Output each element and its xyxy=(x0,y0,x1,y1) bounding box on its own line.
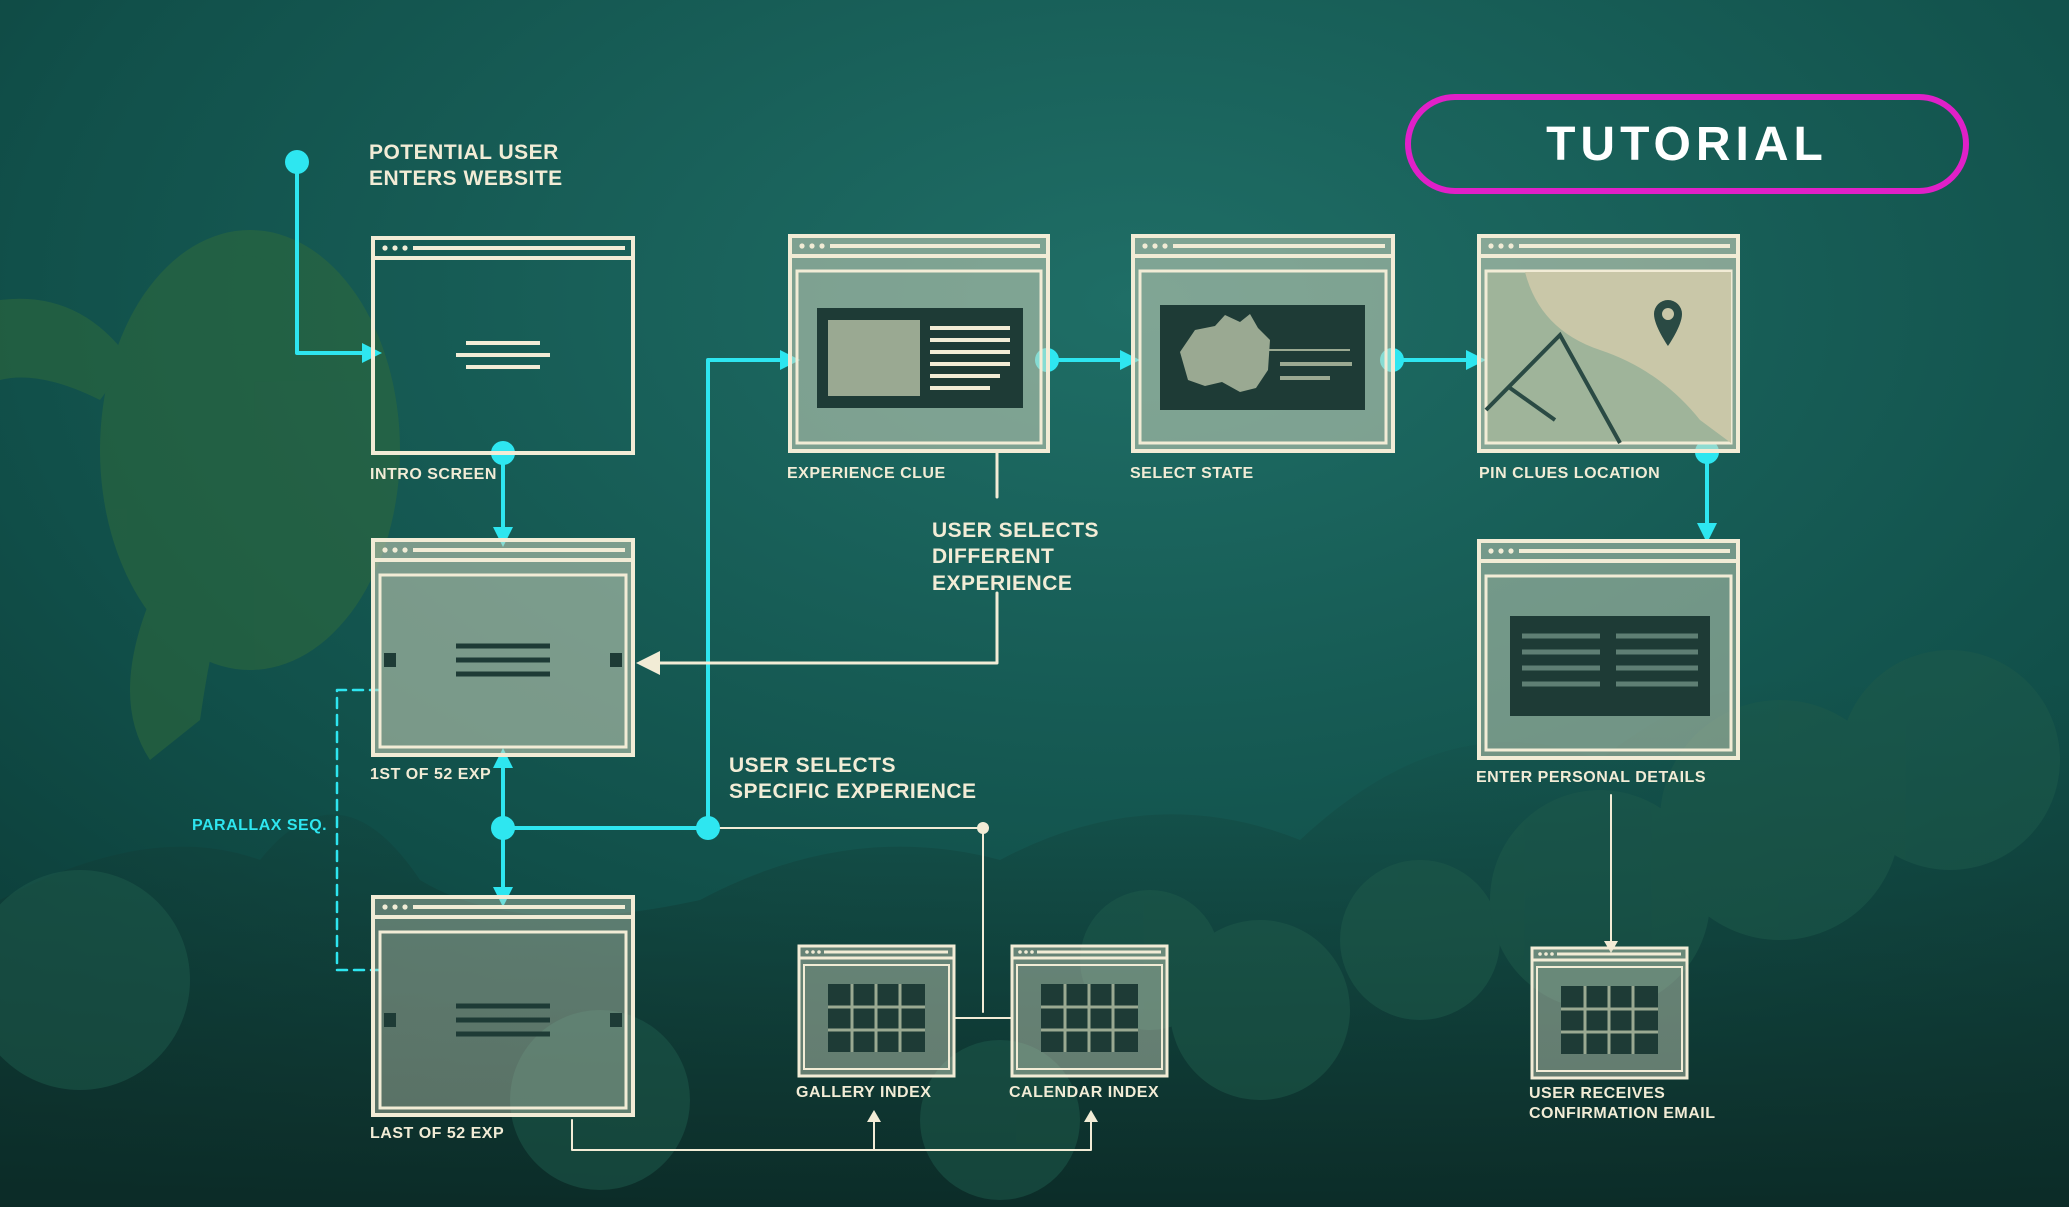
grid-icon xyxy=(1041,984,1138,1052)
arrow-icon xyxy=(493,527,513,547)
connector-parallax xyxy=(335,688,382,972)
grid-icon xyxy=(828,984,925,1052)
label-pin-clues-location: PIN CLUES LOCATION xyxy=(1479,465,1661,482)
menu-lines-icon xyxy=(456,1003,550,1037)
window-first-experience xyxy=(371,538,635,757)
window-intro-screen xyxy=(371,236,635,455)
label-potential-user: POTENTIAL USER ENTERS WEBSITE xyxy=(369,141,563,191)
connector-junction-clue xyxy=(501,358,792,830)
window-select-state xyxy=(1131,234,1395,453)
arrow-icon xyxy=(636,651,660,675)
label-user-selects-different: USER SELECTS DIFFERENT EXPERIENCE xyxy=(932,519,1100,595)
menu-lines-icon xyxy=(456,341,550,369)
grid-icon xyxy=(1561,986,1658,1054)
connector-dot xyxy=(491,816,515,840)
arrow-icon xyxy=(1466,350,1486,370)
turtle-illustration xyxy=(0,230,400,760)
menu-lines-icon xyxy=(456,643,550,677)
connector-dot xyxy=(977,822,989,834)
window-pin-clues xyxy=(1477,234,1740,453)
window-last-experience xyxy=(371,895,635,1117)
label-intro-screen: INTRO SCREEN xyxy=(370,466,497,483)
window-confirmation-email xyxy=(1530,946,1689,1080)
connector-start-intro xyxy=(295,160,374,355)
label-select-state: SELECT STATE xyxy=(1130,465,1254,482)
arrow-icon xyxy=(493,748,513,768)
connector-different-experience xyxy=(648,450,999,665)
arrow-icon xyxy=(1120,350,1140,370)
connector-dot xyxy=(696,816,720,840)
arrow-icon xyxy=(867,1110,881,1122)
label-parallax-seq: PARALLAX SEQ. xyxy=(192,817,328,834)
map-pin-icon xyxy=(1654,300,1682,346)
window-experience-clue xyxy=(788,234,1050,453)
arrow-icon xyxy=(1084,1110,1098,1122)
label-user-selects-specific: USER SELECTS SPECIFIC EXPERIENCE xyxy=(729,754,977,804)
label-enter-personal-details: ENTER PERSONAL DETAILS xyxy=(1476,769,1706,786)
label-user-receives-email: USER RECEIVES CONFIRMATION EMAIL xyxy=(1529,1085,1716,1122)
label-last-experience: LAST OF 52 EXP xyxy=(370,1125,505,1142)
tutorial-button[interactable]: TUTORIAL xyxy=(1405,94,1969,194)
connector-last-index xyxy=(571,1117,1092,1151)
label-calendar-index: CALENDAR INDEX xyxy=(1009,1084,1160,1101)
label-first-experience: 1ST OF 52 EXP xyxy=(370,766,492,783)
window-personal-details xyxy=(1477,539,1740,760)
window-gallery-index xyxy=(797,944,956,1078)
window-calendar-index xyxy=(1010,944,1169,1078)
australia-map-icon xyxy=(1180,314,1270,392)
label-experience-clue: EXPERIENCE CLUE xyxy=(787,465,946,482)
label-gallery-index: GALLERY INDEX xyxy=(796,1084,932,1101)
arrow-icon xyxy=(1697,523,1717,543)
start-dot xyxy=(285,150,309,174)
